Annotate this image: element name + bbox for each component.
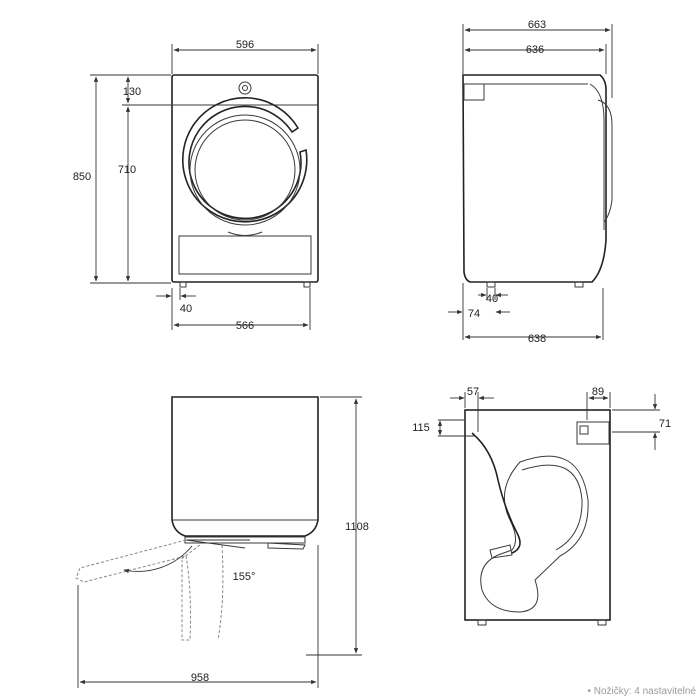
label-side-foot-depth: 638 bbox=[528, 333, 546, 345]
front-dimensions bbox=[90, 44, 319, 330]
door-open-dimensions bbox=[77, 396, 362, 688]
dimension-labels: 596 850 130 710 40 566 663 636 40 74 638… bbox=[73, 19, 671, 684]
rear-view bbox=[464, 409, 611, 626]
door-open-view bbox=[75, 396, 319, 641]
label-front-foot-inset: 40 bbox=[180, 303, 192, 315]
label-side-rear-offset: 74 bbox=[468, 308, 480, 320]
label-front-foot-span: 566 bbox=[236, 320, 254, 332]
label-side-foot-setback: 40 bbox=[486, 293, 498, 305]
label-front-width: 596 bbox=[236, 39, 254, 51]
label-rear-hose-height: 115 bbox=[412, 422, 430, 434]
label-door-angle: 155° bbox=[233, 571, 256, 583]
label-rear-outlet-height: 71 bbox=[659, 418, 671, 430]
label-front-body-height: 710 bbox=[118, 164, 136, 176]
rear-dimensions bbox=[437, 392, 660, 450]
side-view bbox=[462, 74, 613, 288]
label-rear-outlet-offset-x: 89 bbox=[592, 386, 604, 398]
label-rear-hose-offset-x: 57 bbox=[467, 386, 479, 398]
label-side-total-depth: 663 bbox=[528, 19, 546, 31]
footnote: • Nožičky: 4 nastavitelné bbox=[587, 686, 696, 697]
label-front-top-panel: 130 bbox=[123, 86, 141, 98]
front-view bbox=[171, 74, 319, 288]
label-front-total-height: 850 bbox=[73, 171, 91, 183]
side-dimensions bbox=[448, 24, 613, 340]
label-door-swing-depth: 958 bbox=[191, 672, 209, 684]
label-side-body-depth: 636 bbox=[526, 44, 544, 56]
label-door-open-height: 1108 bbox=[345, 521, 369, 533]
